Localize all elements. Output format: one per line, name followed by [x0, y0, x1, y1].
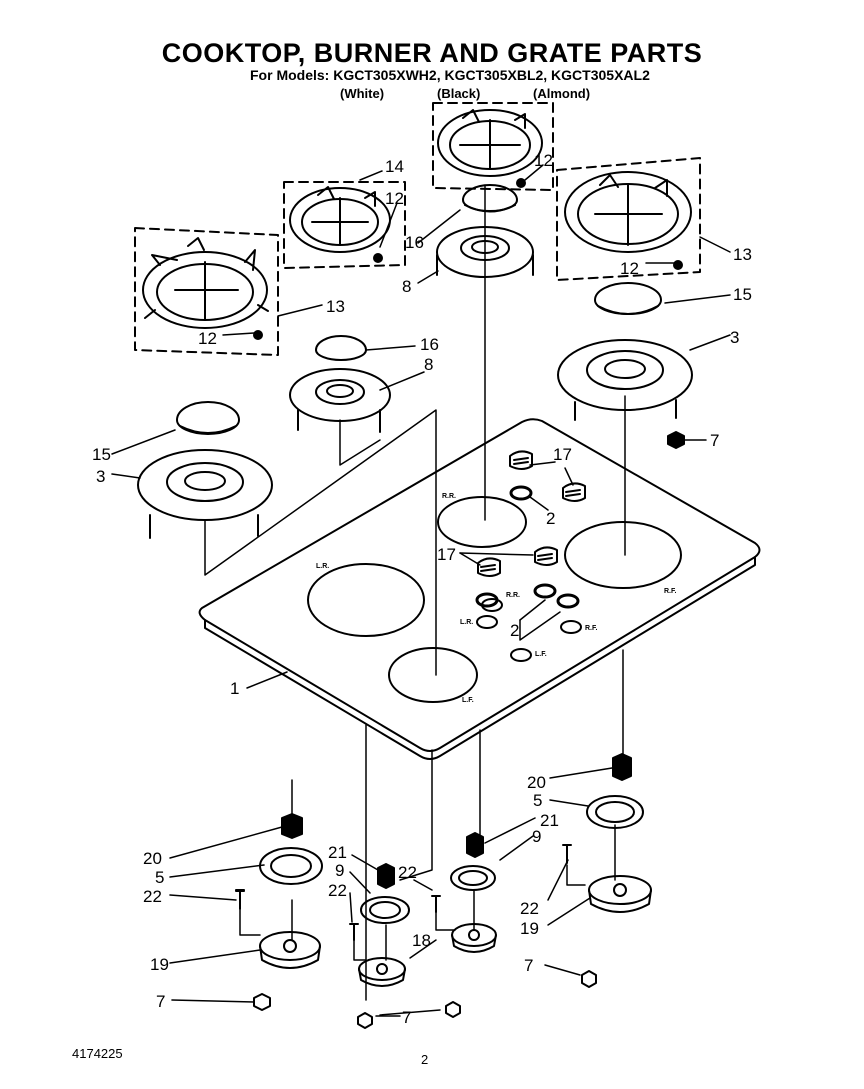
callout-16: 16: [420, 335, 439, 354]
callout-2: 2: [546, 509, 555, 528]
callout-9: 9: [532, 827, 541, 846]
models-line: For Models: KGCT305XWH2, KGCT305XBL2, KG…: [250, 67, 650, 83]
callout-8: 8: [402, 277, 411, 296]
mark-lf-top: L.F.: [462, 697, 474, 704]
callout-18: 18: [412, 931, 431, 950]
burner-cap-lf: [176, 401, 240, 435]
callout-7: 7: [402, 1008, 411, 1027]
burner-head-lf: [137, 449, 273, 539]
callout-15: 15: [733, 285, 752, 304]
callout-1: 1: [230, 679, 239, 698]
callout-22: 22: [398, 863, 417, 882]
callout-12: 12: [385, 189, 404, 208]
callout-19: 19: [150, 955, 169, 974]
grate-left-front: [134, 227, 279, 356]
callout-21: 21: [328, 843, 347, 862]
hex-nut: [667, 431, 685, 449]
variant-almond: (Almond): [533, 86, 591, 101]
callout-8: 8: [424, 355, 433, 374]
leader-lines: [111, 164, 731, 1017]
callout-13: 13: [733, 245, 752, 264]
grate-left-rear: [283, 181, 406, 269]
callout-7: 7: [524, 956, 533, 975]
callout-20: 20: [143, 849, 162, 868]
grate-right-rear: [432, 102, 554, 191]
grate-right-front: [556, 157, 701, 281]
callout-2: 2: [510, 621, 519, 640]
burner-base-rf: [581, 753, 652, 988]
burner-cap-rf: [594, 282, 662, 315]
callout-15: 15: [92, 445, 111, 464]
doc-number: 4174225: [72, 1046, 123, 1061]
mark-rr-knob: R.R.: [506, 592, 520, 599]
callout-12: 12: [620, 259, 639, 278]
callout-20: 20: [527, 773, 546, 792]
burner-cap-rr: [462, 184, 518, 213]
grate-screws: [253, 178, 683, 340]
burner-base-lf: [235, 813, 323, 1011]
mark-lf-knob: L.F.: [535, 651, 547, 658]
variant-white: (White): [340, 86, 385, 101]
callout-7: 7: [710, 431, 719, 450]
control-knobs: [475, 450, 586, 609]
callout-14: 14: [385, 157, 404, 176]
callout-21: 21: [540, 811, 559, 830]
callout-5: 5: [533, 791, 542, 810]
mark-rr-top: R.R.: [442, 493, 456, 500]
burner-base-lr: [357, 863, 410, 1029]
callout-22: 22: [520, 899, 539, 918]
callout-3: 3: [730, 328, 739, 347]
callout-22: 22: [143, 887, 162, 906]
alignment-lines: [204, 185, 626, 1001]
mark-lr-knob: L.R.: [460, 619, 473, 626]
callout-17: 17: [437, 545, 456, 564]
callout-16: 16: [405, 233, 424, 252]
variant-black: (Black): [437, 86, 481, 101]
callout-13: 13: [326, 297, 345, 316]
callout-7: 7: [156, 992, 165, 1011]
callout-5: 5: [155, 868, 164, 887]
page-title: COOKTOP, BURNER AND GRATE PARTS: [161, 38, 703, 68]
page-number: 2: [421, 1052, 429, 1067]
callout-22: 22: [328, 881, 347, 900]
callout-3: 3: [96, 467, 105, 486]
callout-12: 12: [198, 329, 217, 348]
cooktop-panel: [198, 418, 761, 760]
burner-cap-lr: [315, 335, 367, 361]
callout-19: 19: [520, 919, 539, 938]
mark-lr-top: L.R.: [316, 563, 329, 570]
callout-17: 17: [553, 445, 572, 464]
mark-rf-top: R.F.: [664, 588, 677, 595]
callout-12: 12: [534, 151, 553, 170]
callout-9: 9: [335, 861, 344, 880]
burner-base-lr2: [445, 832, 497, 1018]
mark-rf-knob: R.F.: [585, 625, 598, 632]
mounting-screws: [235, 844, 572, 941]
